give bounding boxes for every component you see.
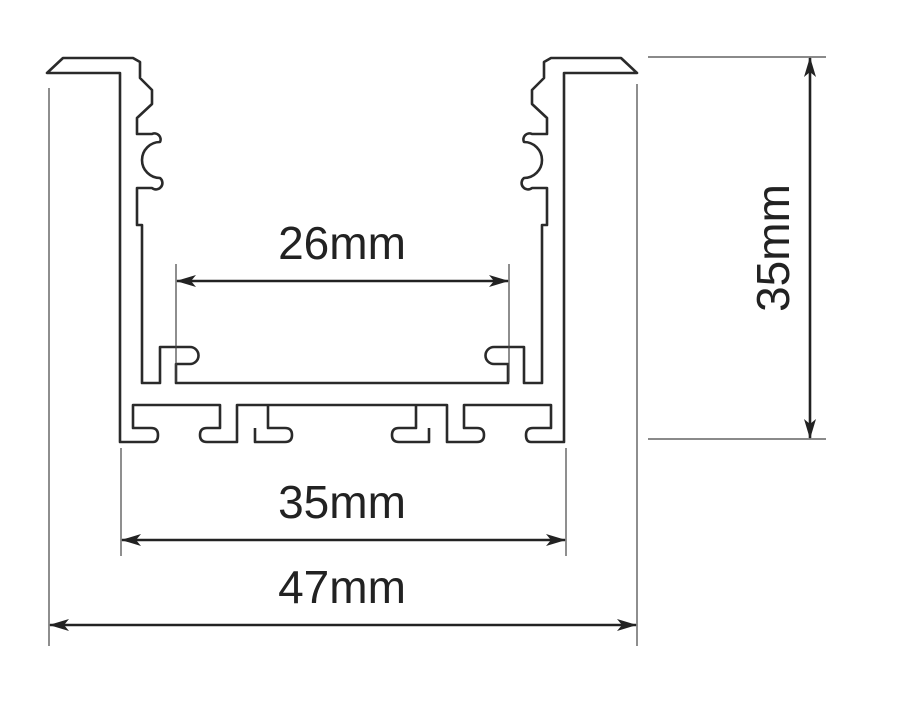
base-width-label: 35mm: [278, 476, 406, 528]
inner-width-label: 26mm: [278, 217, 406, 269]
overall-width-label: 47mm: [278, 561, 406, 613]
dimension-overall-width: 47mm: [48, 84, 638, 646]
dimension-height: 35mm: [648, 56, 826, 440]
dimension-base-width: 35mm: [120, 448, 567, 556]
dimension-inner-width: 26mm: [175, 217, 510, 382]
height-label: 35mm: [747, 184, 799, 312]
